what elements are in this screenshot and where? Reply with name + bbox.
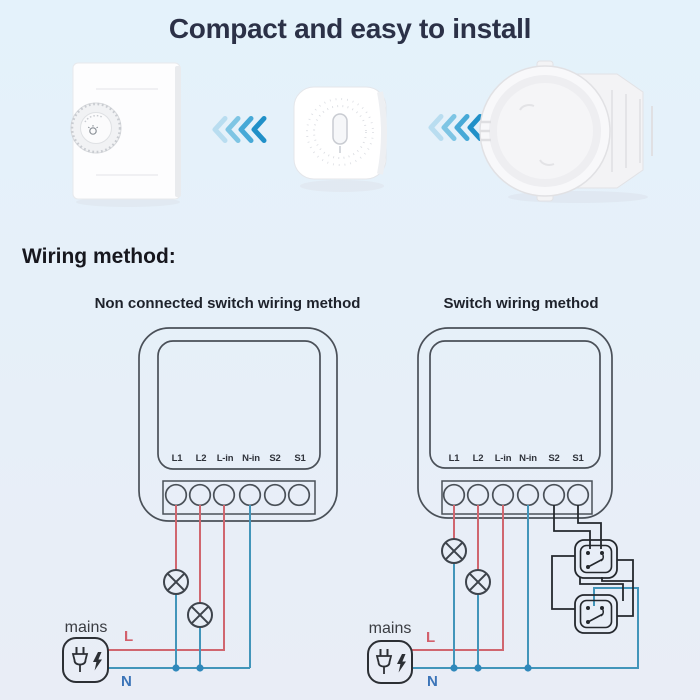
terminal-circle	[238, 483, 262, 507]
neutral-wires	[412, 505, 639, 669]
terminal-circle	[164, 483, 188, 507]
module-button-icon	[332, 113, 348, 145]
terminal-circles	[164, 483, 311, 507]
live-wire-label: L	[124, 628, 134, 645]
terminal-label-l-in: L-in	[216, 453, 234, 464]
diagram-non-connected-switch	[62, 327, 338, 683]
chevron-arrows-left-group	[212, 116, 267, 143]
terminal-label-l2: L2	[472, 453, 484, 464]
lightning-icon	[93, 652, 102, 671]
terminal-circle	[466, 483, 490, 507]
terminal-circle	[516, 483, 540, 507]
terminal-label-s2: S2	[548, 453, 560, 464]
switch-module-outline	[138, 327, 338, 522]
chevron-icon	[212, 116, 228, 143]
mains-icon	[367, 640, 413, 684]
terminal-circle	[287, 483, 311, 507]
neutral-wire-label: N	[427, 673, 438, 690]
terminal-circle	[491, 483, 515, 507]
diagram-title-non-connected: Non connected switch wiring method	[94, 295, 361, 312]
wiring-method-heading: Wiring method:	[22, 245, 176, 268]
mains-icon	[62, 637, 109, 683]
live-wires	[412, 505, 504, 651]
chevron-icon	[467, 114, 483, 141]
lamp-icon	[187, 602, 213, 628]
terminal-circle	[442, 483, 466, 507]
chevron-icon	[428, 114, 444, 141]
page-title: Compact and easy to install	[168, 13, 532, 44]
lamp-icon	[465, 569, 491, 595]
terminal-circles	[442, 483, 590, 507]
two-way-switch-icons	[574, 539, 618, 634]
plug-icon	[71, 647, 89, 672]
lamp-icons	[441, 538, 491, 595]
mini-smart-switch-icon	[293, 86, 387, 192]
terminal-label-s1: S1	[572, 453, 584, 464]
terminal-label-l1: L1	[448, 453, 460, 464]
chevron-icon	[441, 114, 457, 141]
chevron-icon	[454, 114, 470, 141]
switch-symbol-icon	[574, 594, 618, 634]
lamp-icons	[163, 569, 213, 628]
chevron-icon	[238, 116, 254, 143]
plug-icon	[375, 649, 393, 674]
terminal-circle	[566, 483, 590, 507]
diagram-title-switch: Switch wiring method	[443, 295, 599, 312]
terminal-circle	[263, 483, 287, 507]
terminal-label-s1: S1	[294, 453, 306, 464]
terminal-label-l2: L2	[195, 453, 207, 464]
terminal-circle	[188, 483, 212, 507]
junction-box-icon	[479, 60, 653, 203]
lamp-icon	[441, 538, 467, 564]
chevron-icon	[251, 116, 267, 143]
dimmer-wall-switch-icon	[70, 62, 181, 207]
terminal-label-n-in: N-in	[519, 453, 537, 464]
terminal-label-l1: L1	[171, 453, 183, 464]
mains-label: mains	[64, 619, 108, 636]
neutral-wire-label: N	[121, 673, 132, 690]
chevron-icon	[225, 116, 241, 143]
switch-module-outline	[417, 327, 613, 519]
junction-dots	[172, 664, 204, 672]
dimmer-knob-icon	[70, 102, 122, 154]
mains-label: mains	[368, 620, 412, 637]
lightning-icon	[397, 654, 406, 673]
terminal-circle	[542, 483, 566, 507]
terminal-label-n-in: N-in	[242, 453, 260, 464]
terminal-circle	[212, 483, 236, 507]
switch-symbol-icon	[574, 539, 618, 579]
terminal-label-l-in: L-in	[494, 453, 512, 464]
lamp-icon	[163, 569, 189, 595]
terminal-label-s2: S2	[269, 453, 281, 464]
diagram-switch-wiring	[367, 327, 639, 684]
signal-wires	[551, 505, 634, 617]
junction-dots	[450, 664, 532, 672]
live-wire-label: L	[426, 629, 436, 646]
live-wires	[108, 505, 225, 651]
chevron-arrows-right-group	[428, 114, 483, 141]
